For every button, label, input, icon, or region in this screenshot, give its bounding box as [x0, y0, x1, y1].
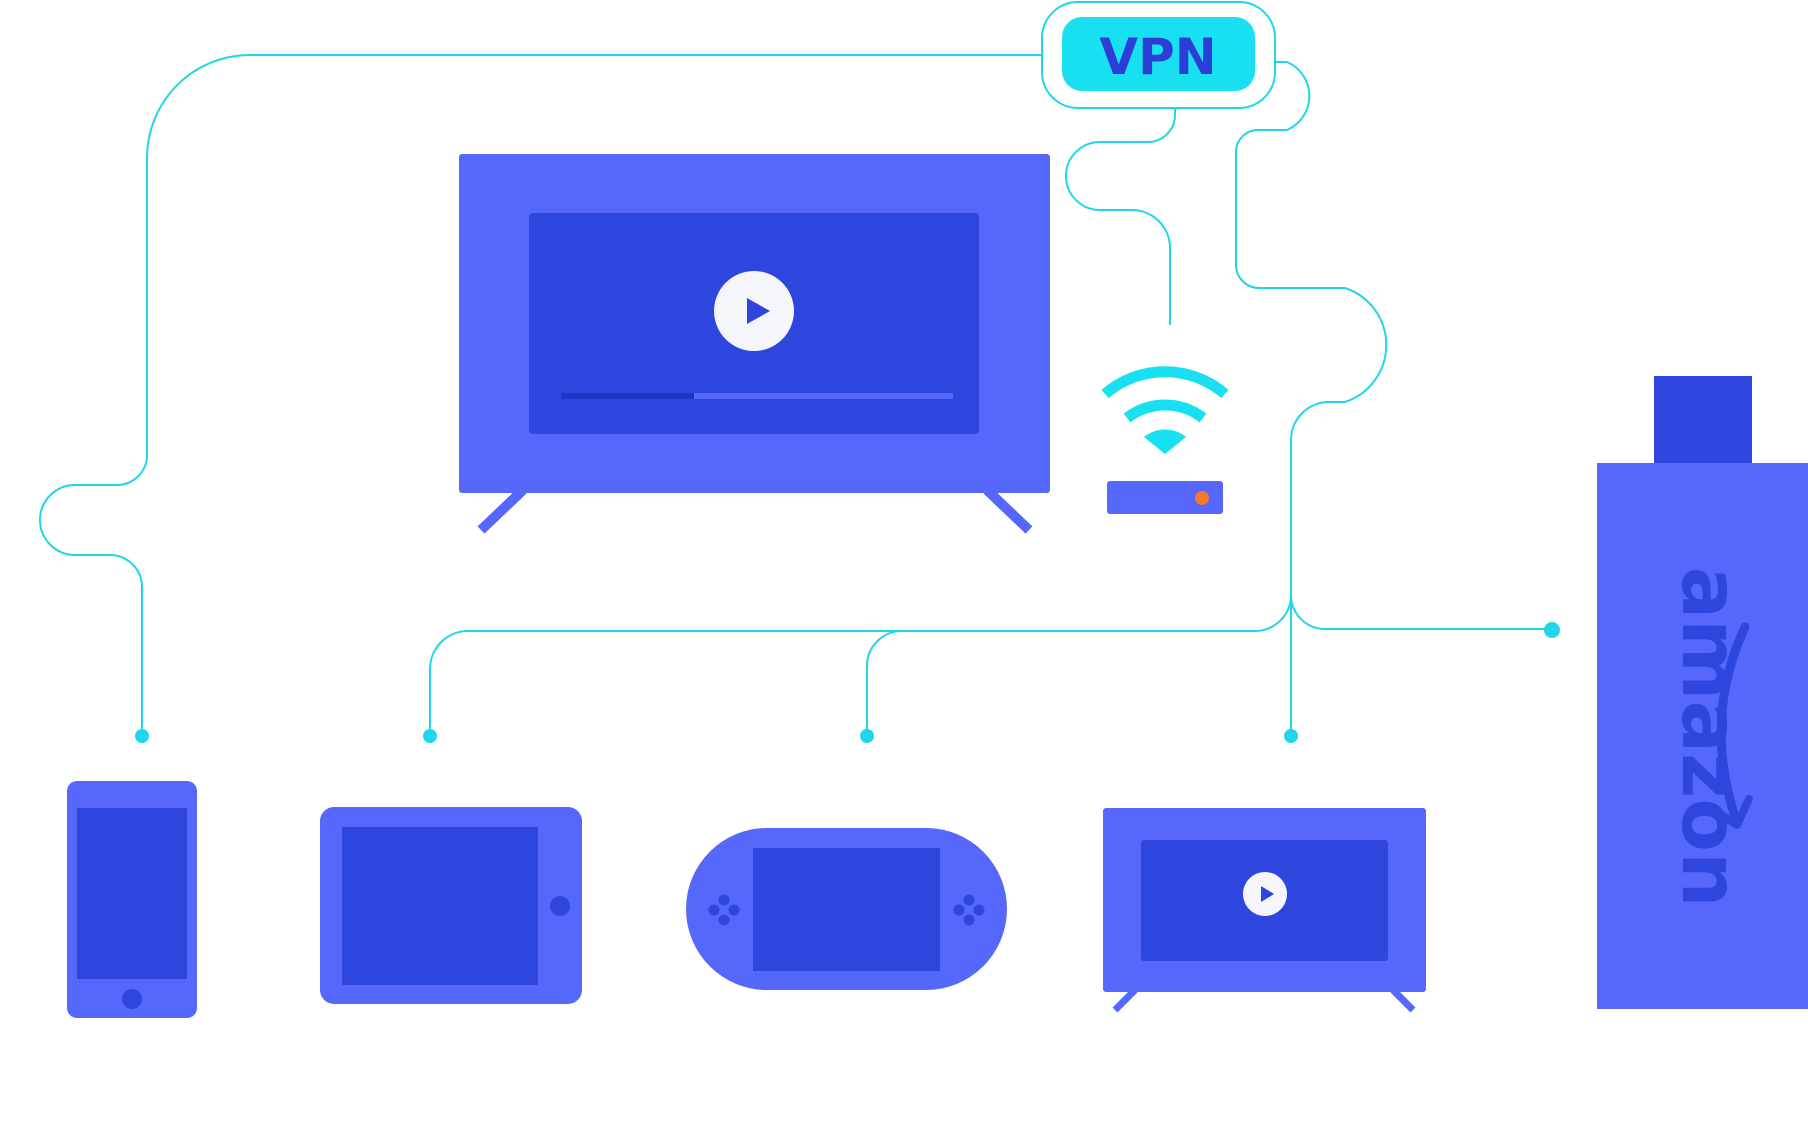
console-screen [753, 848, 940, 971]
vpn-badge-pill [1062, 17, 1255, 91]
wifi-router [1101, 366, 1229, 514]
line-vpn-to-hub [1235, 61, 1388, 595]
amazon-smile-arrow-icon [1709, 795, 1753, 829]
tv-large-leg-right [983, 486, 1033, 534]
line-hub-to-tablet [429, 594, 1292, 735]
dot-firestick [1544, 622, 1560, 638]
router-led [1195, 491, 1209, 505]
play-icon [747, 298, 770, 324]
console-dpad-left [708, 894, 740, 926]
tv-small-leg-left [1112, 987, 1138, 1013]
wifi-icon-dot [1144, 429, 1186, 454]
tv-large-leg-left [477, 486, 527, 534]
amazon-logo: amazon [1664, 566, 1754, 907]
dot-tv-small [1284, 729, 1298, 743]
console-buttons-right [953, 894, 985, 926]
dot-console [860, 729, 874, 743]
line-vpn-to-router [1065, 108, 1176, 325]
line-branch-to-console [866, 630, 903, 735]
line-vpn-to-phone [39, 54, 1042, 735]
phone-screen [77, 808, 187, 979]
wifi-icon [1101, 366, 1229, 423]
connection-dots [135, 622, 1560, 743]
router-body [1107, 481, 1223, 514]
dot-tablet [423, 729, 437, 743]
amazon-smile-icon [1716, 622, 1750, 822]
dot-phone [135, 729, 149, 743]
smartphone [67, 781, 197, 1018]
vpn-badge: VPN [1041, 1, 1276, 109]
connection-lines [39, 54, 1552, 735]
fire-tv-stick: amazon [1597, 376, 1808, 1009]
tablet [320, 807, 582, 1004]
firestick-brand-label: amazon [1664, 566, 1754, 907]
tablet-home-button [550, 896, 570, 916]
smart-tv-small [1103, 808, 1426, 1013]
smart-tv-large [459, 154, 1050, 534]
phone-home-button [122, 989, 142, 1009]
handheld-console [686, 828, 1007, 990]
tv-small-leg-right [1390, 987, 1416, 1013]
firestick-connector [1654, 376, 1752, 465]
play-icon [1261, 886, 1274, 902]
line-hub-to-firestick [1290, 594, 1552, 630]
firestick-body [1597, 463, 1808, 1009]
tablet-screen [342, 827, 538, 985]
vpn-label: VPN [1099, 28, 1216, 86]
